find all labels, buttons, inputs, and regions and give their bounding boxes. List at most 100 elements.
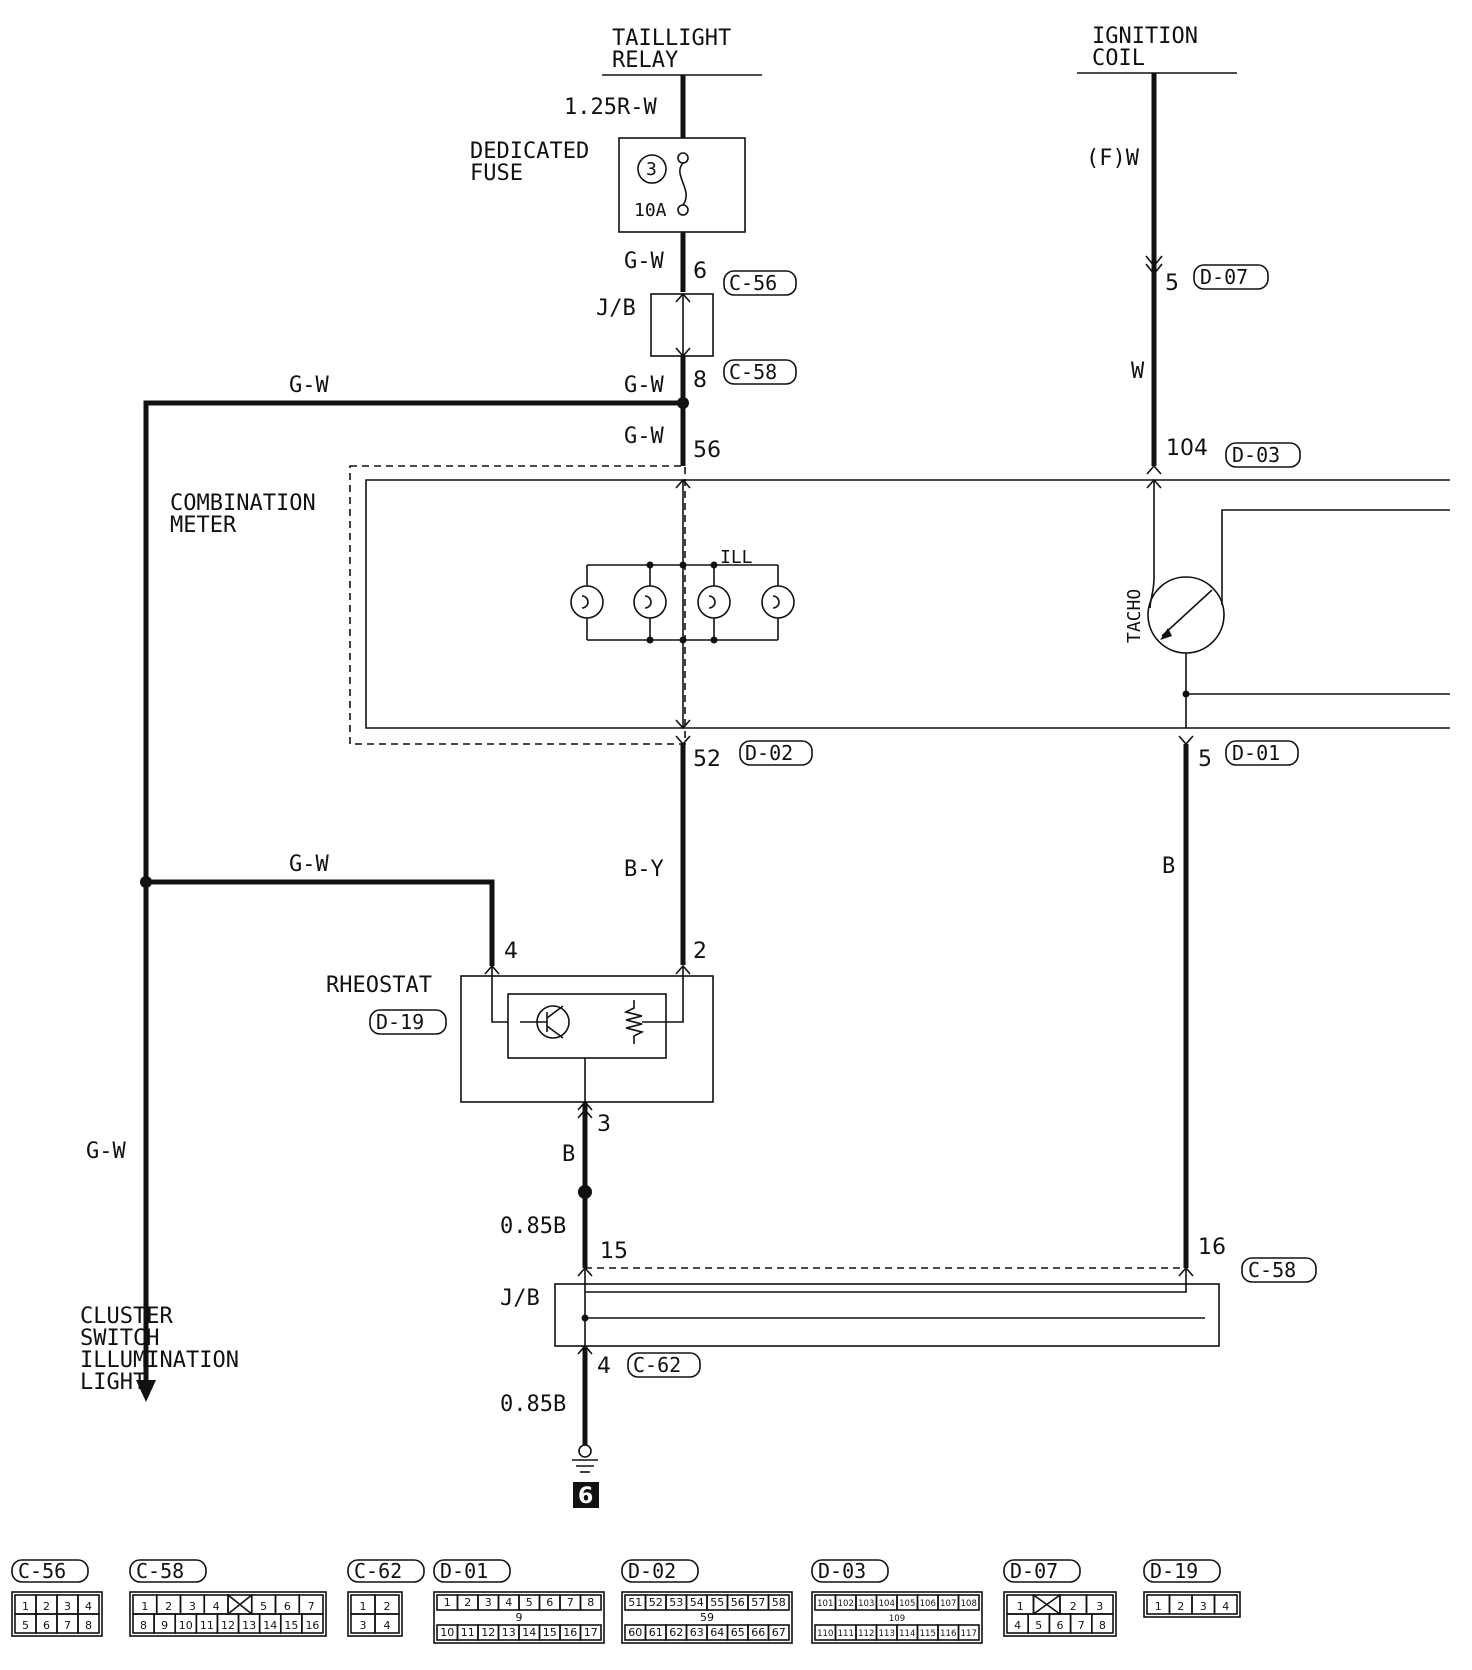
resistor-icon	[623, 1000, 645, 1044]
cluster-label-3: ILLUMINATION	[80, 1348, 239, 1373]
junction-block-bottom	[554, 1283, 1220, 1347]
tag-c56-frame	[723, 270, 797, 296]
cluster-label-2: SWITCH	[80, 1326, 159, 1351]
fuse-rating: 10A	[634, 200, 667, 221]
connector-legend-name: C-56	[18, 1559, 66, 1583]
pin-4-rheostat: 4	[504, 939, 518, 964]
connector-pin-number: 8	[85, 1619, 92, 1632]
d02-connector-arrow	[675, 735, 691, 746]
pin-56: 56	[693, 438, 721, 463]
connector-pin-number: 15	[543, 1626, 557, 1639]
connector-pin-number: 111	[838, 1629, 854, 1639]
tag-d19: D-19	[376, 1010, 424, 1034]
connector-pin-number: 59	[700, 1611, 714, 1624]
ground-number: 6	[578, 1484, 593, 1509]
wire-gw-left	[143, 400, 683, 1388]
wire-label-by: B-Y	[624, 857, 664, 882]
connector-legend-name: D-19	[1150, 1559, 1198, 1583]
pin-15: 15	[600, 1239, 628, 1264]
connector-pin-number: 53	[669, 1596, 683, 1609]
connector-pin-number: 5	[526, 1596, 533, 1609]
connector-pin-number: 65	[731, 1626, 745, 1639]
cluster-label-4: LIGHT	[80, 1370, 146, 1395]
tag-d02: D-02	[745, 741, 793, 765]
tag-d02-frame	[739, 740, 813, 766]
connector-pin-number: 114	[899, 1629, 915, 1639]
rheostat-inner-box	[507, 993, 667, 1059]
d03-connector-arrows	[1146, 464, 1162, 489]
connector-pin-number: 1	[1017, 1600, 1024, 1613]
connector-pin-number: 4	[213, 1600, 220, 1613]
connector-pin-number: 106	[920, 1599, 936, 1609]
connector-pin-number: 13	[502, 1626, 516, 1639]
connector-pin-number: 8	[1099, 1619, 1106, 1632]
connector-pin-number: 2	[464, 1596, 471, 1609]
connector-pin-number: 1	[444, 1596, 451, 1609]
rheostat-leads	[491, 966, 684, 1023]
connector-pin-number: 7	[567, 1596, 574, 1609]
tag-c58-bottom: C-58	[1248, 1258, 1296, 1282]
tacho-needle	[1161, 589, 1213, 637]
junction-block-top	[650, 293, 714, 357]
cluster-label-1: CLUSTER	[80, 1304, 173, 1329]
rheostat-input-arrows	[484, 964, 691, 975]
connector-pin-number: 109	[889, 1614, 905, 1624]
connector-pin-number: 58	[772, 1596, 786, 1609]
ignition-coil-label-1: IGNITION	[1092, 24, 1198, 49]
tag-d07: D-07	[1200, 265, 1248, 289]
connector-legend-name: C-58	[136, 1559, 184, 1583]
connector-legend-name: D-02	[628, 1559, 676, 1583]
tag-d03-frame	[1225, 442, 1301, 468]
ground-number-badge	[573, 1482, 599, 1508]
connector-legend-name: C-62	[354, 1559, 402, 1583]
wire-label-gw-mid: G-W	[289, 852, 329, 877]
connector-pin-number: 3	[189, 1600, 196, 1613]
connector-pin-number: 56	[731, 1596, 745, 1609]
connector-pin-number: 4	[505, 1596, 512, 1609]
fuse-element-icon	[679, 162, 687, 206]
jb-bottom-junction	[581, 1314, 589, 1322]
connector-legend-name: D-01	[440, 1559, 488, 1583]
pin-6: 6	[693, 259, 707, 284]
tag-c58-top-frame	[723, 359, 797, 385]
ignition-coil-label-2: COIL	[1092, 46, 1145, 71]
tag-d03: D-03	[1232, 443, 1280, 467]
pin-3-rheostat: 3	[597, 1112, 611, 1137]
connector-pin-number: 115	[920, 1629, 936, 1639]
connector-pin-number: 67	[772, 1626, 786, 1639]
connector-pin-number: 3	[485, 1596, 492, 1609]
connector-pin-number: 7	[1078, 1619, 1085, 1632]
connector-pin-number: 12	[481, 1626, 495, 1639]
splice-dot-bottom	[578, 1185, 592, 1199]
connector-pin-number: 6	[1057, 1619, 1064, 1632]
connector-pin-number: 5	[1035, 1619, 1042, 1632]
connector-pin-number: 10	[440, 1626, 454, 1639]
connector-pin-number: 14	[522, 1626, 536, 1639]
fuse-terminal-top	[677, 152, 689, 164]
connector-pin-number: 7	[64, 1619, 71, 1632]
fuse-number: 3	[646, 159, 657, 180]
connector-pin-number: 13	[242, 1619, 256, 1632]
connector-pin-number: 61	[649, 1626, 663, 1639]
tag-c56: C-56	[729, 271, 777, 295]
connector-pin-number: 11	[200, 1619, 214, 1632]
connector-pin-number: 1	[1155, 1600, 1162, 1613]
connector-pin-number: 4	[1014, 1619, 1021, 1632]
wire-gw-to-rheostat	[146, 879, 495, 966]
connector-pin-number: 5	[22, 1619, 29, 1632]
fuse-title-1: DEDICATED	[470, 139, 589, 164]
connector-pin-number: 6	[284, 1600, 291, 1613]
pin-2-rheostat: 2	[693, 939, 707, 964]
connector-pin-number: 105	[899, 1599, 915, 1609]
connector-pin-number: 110	[817, 1629, 833, 1639]
fuse-terminal-bottom	[677, 204, 689, 216]
connector-pin-number: 6	[43, 1619, 50, 1632]
connector-pin-number: 5	[260, 1600, 267, 1613]
wire-label-fw: (F)W	[1086, 146, 1140, 171]
